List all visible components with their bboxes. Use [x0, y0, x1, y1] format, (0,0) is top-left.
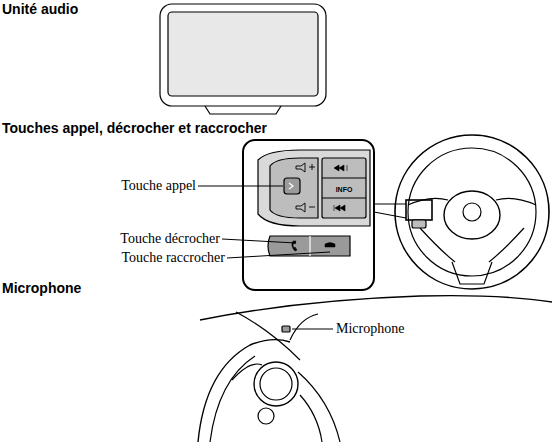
headliner-edge	[290, 314, 318, 340]
microphone-symbol	[282, 326, 290, 332]
zoom-connector	[374, 204, 406, 218]
gauge-knob	[254, 362, 298, 406]
section-heading: Microphone	[2, 280, 81, 296]
talk-icon	[289, 183, 293, 189]
windscreen-edge	[200, 296, 552, 320]
audio-unit-screen	[168, 12, 318, 96]
seek-buttons	[322, 158, 366, 218]
seek-dividers	[322, 178, 366, 198]
callout-label: Touche décrocher	[120, 231, 220, 247]
prev-icon	[334, 205, 345, 211]
steering-hub	[444, 191, 500, 239]
small-knob	[258, 408, 274, 424]
next-icon	[334, 165, 347, 171]
steering-spokes	[408, 198, 536, 262]
steering-rim	[395, 135, 549, 289]
leader-line	[198, 186, 330, 258]
steering-wheel-partial	[198, 340, 290, 442]
callout-label: Touche appel	[121, 178, 196, 194]
talk-button	[284, 178, 300, 194]
steering-emblem	[463, 203, 481, 221]
a-pillar	[236, 312, 300, 360]
volume-down-icon	[296, 203, 315, 212]
volume-rocker	[270, 158, 318, 218]
steering-phone-keys	[412, 220, 426, 228]
audio-unit-frame	[160, 4, 326, 106]
callout-label: Microphone	[336, 321, 404, 337]
audio-unit-base	[205, 106, 281, 114]
dash-panel	[298, 372, 340, 442]
zoom-target	[406, 200, 432, 220]
button-label: INFO	[336, 186, 353, 194]
steering-wheel-inner	[210, 356, 255, 442]
steering-rim-inner	[408, 148, 536, 276]
leader-line	[292, 329, 333, 330]
hang-up-icon	[325, 243, 335, 248]
zoom-frame	[243, 140, 374, 290]
section-heading: Unité audio	[2, 1, 78, 17]
volume-up-icon	[296, 163, 315, 172]
switch-housing	[258, 150, 370, 226]
section-heading: Touches appel, décrocher et raccrocher	[2, 120, 267, 136]
steering-lower-spoke	[452, 262, 492, 284]
gauge-knob-inner	[260, 368, 292, 400]
callout-label: Touche raccrocher	[121, 250, 225, 266]
